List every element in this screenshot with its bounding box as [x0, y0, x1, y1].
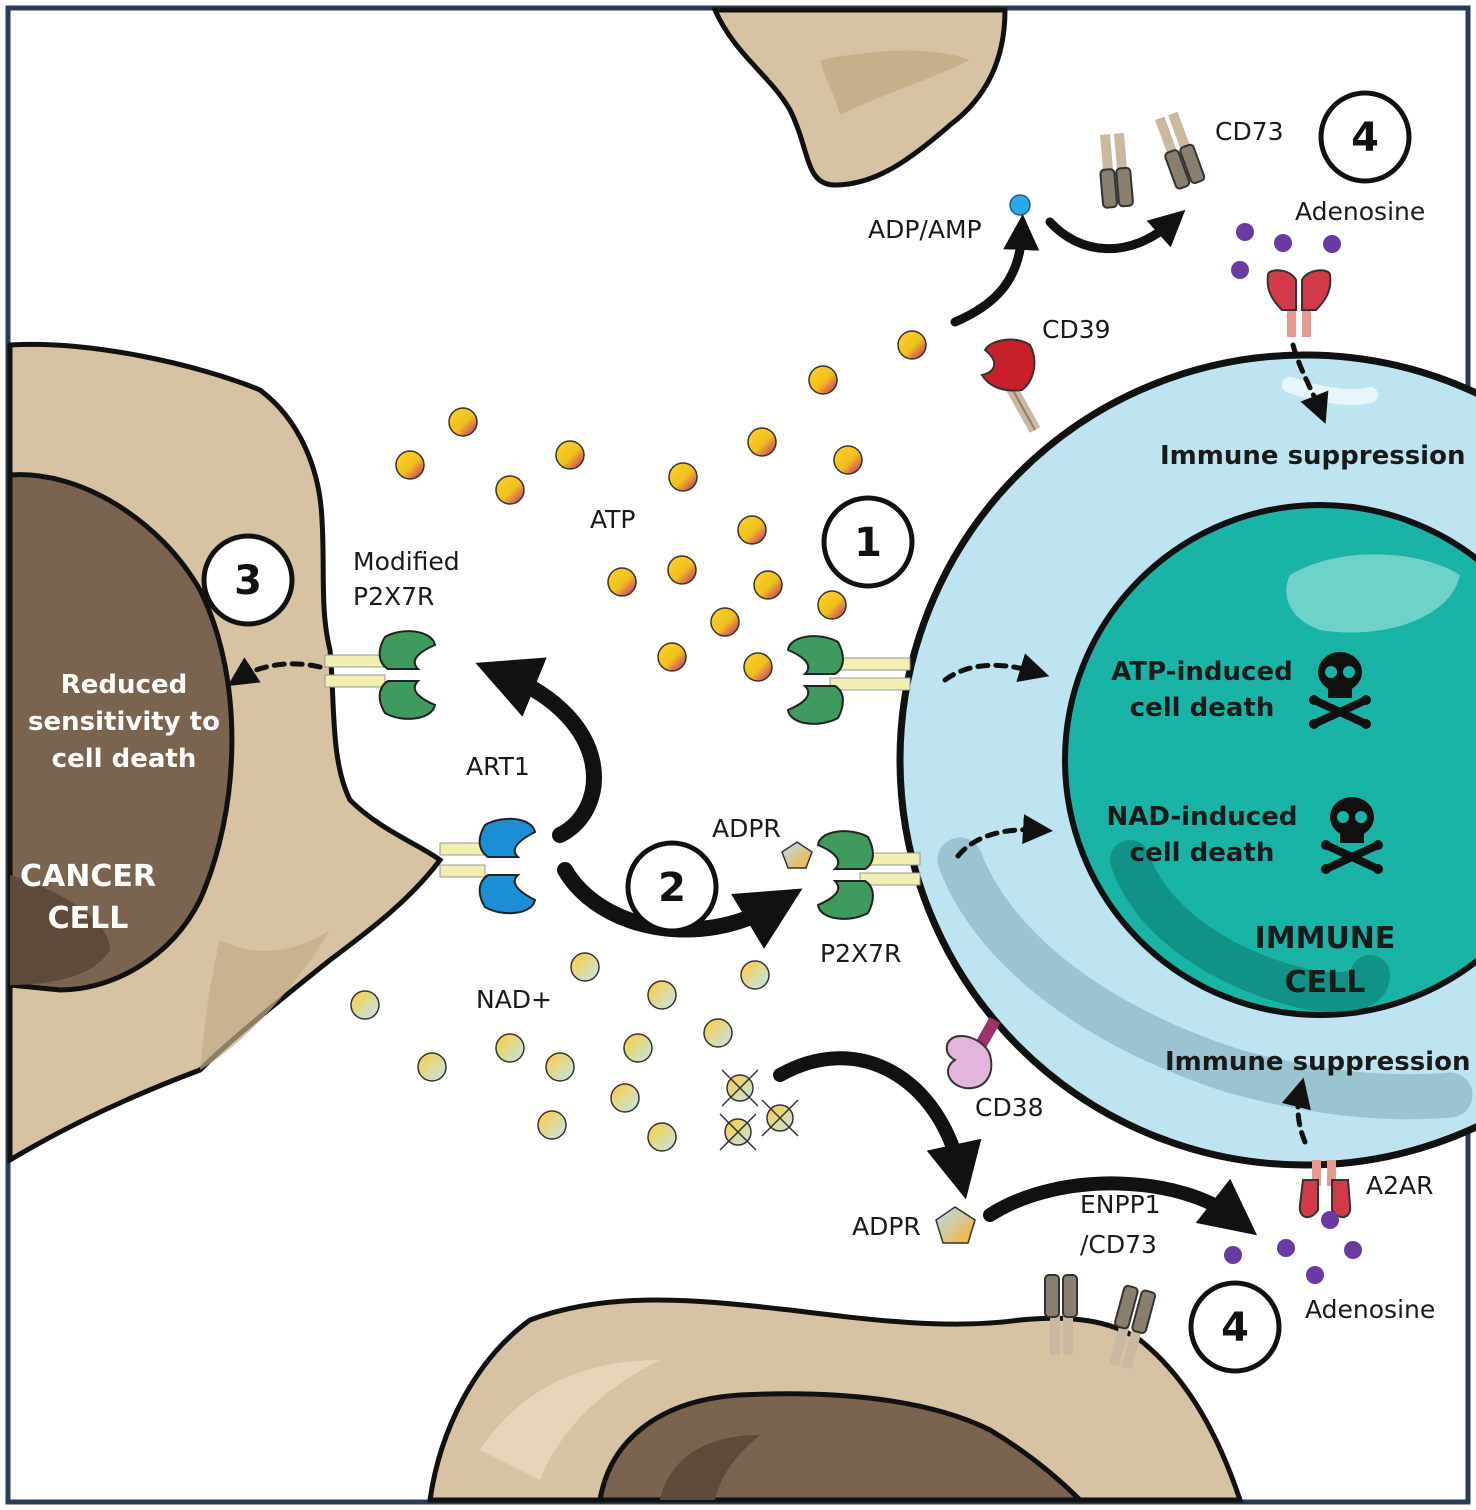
reduced-sensitivity-line1: Reduced — [61, 670, 187, 700]
modified-p2x7r-label-line2: P2X7R — [353, 582, 434, 611]
cancer-cell — [7, 341, 444, 1165]
step-badge-4-top: 4 — [1318, 90, 1412, 184]
immune-cell-label-line1: IMMUNE — [1255, 921, 1396, 956]
immune-suppression-bottom-label: Immune suppression — [1165, 1047, 1470, 1077]
bottom-stromal-cell — [427, 1297, 1244, 1503]
nad-plus-label: NAD+ — [476, 985, 552, 1014]
adenosine-bottom-label: Adenosine — [1305, 1295, 1435, 1324]
p2x7r-lower-receptor — [816, 830, 921, 920]
signal-dashed-arrows — [227, 342, 1329, 1145]
adp-amp-molecule — [1009, 194, 1031, 216]
cd39-enzyme — [980, 338, 1041, 433]
immune-cell — [896, 351, 1476, 1169]
cancer-nucleus — [7, 472, 235, 993]
adpr-lower-label: ADPR — [852, 1212, 921, 1241]
nad-molecules — [350, 952, 770, 1152]
cancer-cell-label-line1: CANCER — [20, 859, 156, 894]
art1-enzyme — [439, 817, 537, 915]
immune-suppression-top-label: Immune suppression — [1160, 441, 1465, 471]
adpr-lower-molecule — [935, 1206, 976, 1244]
modified-p2x7r-receptor — [324, 630, 437, 720]
adpr-upper-molecule — [781, 841, 813, 869]
svg-text:2: 2 — [658, 865, 686, 911]
cd73-top-label: CD73 — [1215, 117, 1284, 146]
art1-label: ART1 — [466, 752, 530, 781]
a2ar-label: A2AR — [1366, 1171, 1433, 1200]
cancer-cell-label-line2: CELL — [48, 901, 129, 936]
cd38-enzyme — [945, 1017, 1001, 1090]
skull-crossbones-icon — [1321, 797, 1383, 874]
p2x7r-upper-receptor — [786, 635, 911, 725]
immune-nucleus — [1062, 502, 1476, 1018]
cd73-top-enzyme — [1099, 111, 1206, 209]
adp-amp-label: ADP/AMP — [868, 215, 982, 244]
top-stromal-cell — [711, 7, 1008, 188]
nad-induced-death-line1: NAD-induced — [1107, 802, 1298, 832]
reduced-sensitivity-line3: cell death — [52, 744, 197, 774]
svg-text:3: 3 — [234, 558, 262, 604]
step-badge-2: 2 — [625, 840, 719, 934]
step-badge-3: 3 — [201, 533, 295, 627]
enpp1-cd73-enzyme — [1044, 1274, 1157, 1370]
a2ar-top-receptor — [1266, 269, 1332, 337]
enpp1-label-line1: ENPP1 — [1080, 1190, 1161, 1219]
a2ar-bottom-receptor — [1298, 1160, 1352, 1219]
atp-label: ATP — [590, 505, 636, 534]
adenosine-top-molecules — [1231, 223, 1341, 279]
cd38-label: CD38 — [975, 1093, 1044, 1122]
adenosine-bottom-molecules — [1224, 1211, 1362, 1284]
step-badge-4-bottom: 4 — [1188, 1280, 1282, 1374]
step-badge-1: 1 — [821, 495, 915, 589]
adenosine-top-label: Adenosine — [1295, 197, 1425, 226]
adpr-upper-label: ADPR — [712, 814, 781, 843]
cd39-label: CD39 — [1042, 315, 1111, 344]
svg-text:4: 4 — [1351, 115, 1379, 161]
immune-cell-label-line2: CELL — [1285, 965, 1366, 1000]
atp-induced-death-line1: ATP-induced — [1111, 657, 1292, 687]
skull-crossbones-icon — [1309, 652, 1371, 729]
reduced-sensitivity-line2: sensitivity to — [28, 707, 220, 737]
crossed-nad-molecules — [719, 1069, 799, 1151]
modified-p2x7r-label-line1: Modified — [353, 547, 460, 576]
svg-text:1: 1 — [854, 520, 882, 566]
nad-induced-death-line2: cell death — [1130, 838, 1275, 868]
enpp1-label-line2: /CD73 — [1080, 1230, 1157, 1259]
atp-induced-death-line2: cell death — [1130, 693, 1275, 723]
p2x7r-label: P2X7R — [820, 939, 901, 968]
svg-text:4: 4 — [1221, 1305, 1249, 1351]
atp-molecules — [395, 330, 927, 682]
